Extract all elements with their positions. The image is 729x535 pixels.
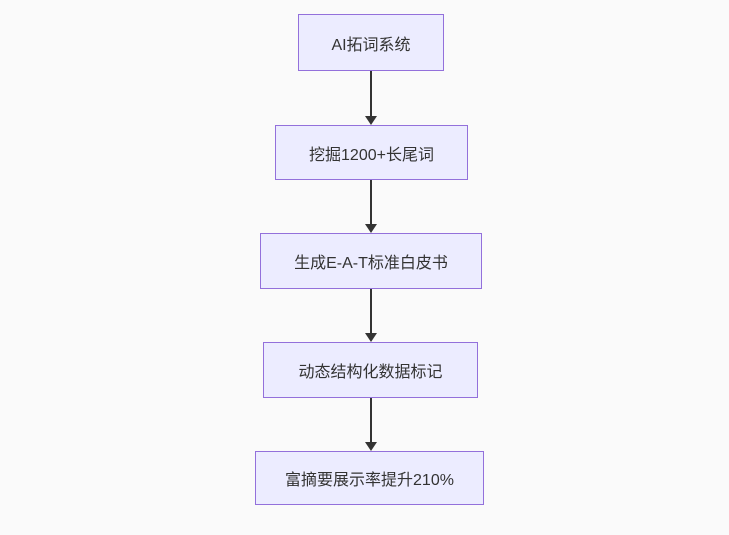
- arrow-down-icon: [365, 442, 377, 451]
- edge-n1-n2: [365, 71, 377, 125]
- flowchart-node-longtail-mining: 挖掘1200+长尾词: [275, 125, 468, 180]
- edge-line: [370, 71, 372, 118]
- flowchart-node-structured-data: 动态结构化数据标记: [263, 342, 478, 398]
- node-label: AI拓词系统: [331, 36, 411, 54]
- arrow-down-icon: [365, 116, 377, 125]
- node-label: 挖掘1200+长尾词: [309, 146, 434, 164]
- edge-line: [370, 398, 372, 444]
- node-label: 生成E-A-T标准白皮书: [294, 255, 448, 272]
- node-label: 富摘要展示率提升210%: [285, 472, 454, 489]
- flowchart-node-eat-whitepaper: 生成E-A-T标准白皮书: [260, 233, 482, 289]
- edge-n4-n5: [365, 398, 377, 451]
- arrow-down-icon: [365, 224, 377, 233]
- edge-line: [370, 289, 372, 335]
- arrow-down-icon: [365, 333, 377, 342]
- edge-n2-n3: [365, 180, 377, 233]
- flowchart-node-ai-word-expansion: AI拓词系统: [298, 14, 444, 71]
- flowchart-node-rich-snippet-result: 富摘要展示率提升210%: [255, 451, 484, 505]
- edge-n3-n4: [365, 289, 377, 342]
- edge-line: [370, 180, 372, 226]
- node-label: 动态结构化数据标记: [298, 364, 443, 381]
